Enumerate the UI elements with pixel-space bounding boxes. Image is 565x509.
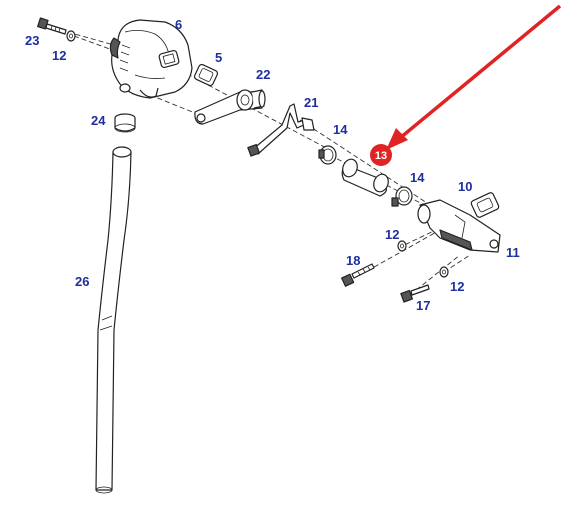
part-13-hose [341,158,389,197]
label-24: 24 [91,113,106,128]
label-12-mid: 12 [385,227,399,242]
part-14-clamp-a [318,145,337,165]
highlight-arrow [386,4,562,150]
part-13-callout: 13 [370,144,392,166]
part-14-clamp-b [391,186,413,207]
label-10: 10 [458,179,472,194]
part-12-washer-top [66,30,76,42]
part-11-fitting [417,199,501,253]
label-22: 22 [256,67,270,82]
label-23: 23 [25,33,39,48]
label-17: 17 [416,298,430,313]
label-14-b: 14 [410,170,425,185]
part-26-pipe [95,146,132,494]
label-5: 5 [215,50,222,65]
part-24-ring [114,113,136,133]
part-23-bolt [37,17,67,35]
part-18-bolt [341,263,375,287]
part-12-washer-mid [397,240,407,252]
part-5-gasket [193,63,219,87]
label-11: 11 [506,245,520,260]
part-labels: 23 12 6 5 22 24 21 14 14 10 12 11 18 26 … [25,17,520,313]
label-12-low: 12 [450,279,464,294]
label-18: 18 [346,253,360,268]
part-21-bracket [247,103,315,157]
part-17-bolt [400,284,430,303]
label-12-top: 12 [52,48,66,63]
label-14-a: 14 [333,122,348,137]
part-22-pipe-bracket [194,89,266,125]
part-12-washer-low [439,266,449,278]
part-6-housing [109,19,193,99]
label-6: 6 [175,17,182,32]
part-10-gasket [470,192,500,218]
label-26: 26 [75,274,89,289]
label-21: 21 [304,95,318,110]
part-13-callout-label: 13 [375,150,387,162]
